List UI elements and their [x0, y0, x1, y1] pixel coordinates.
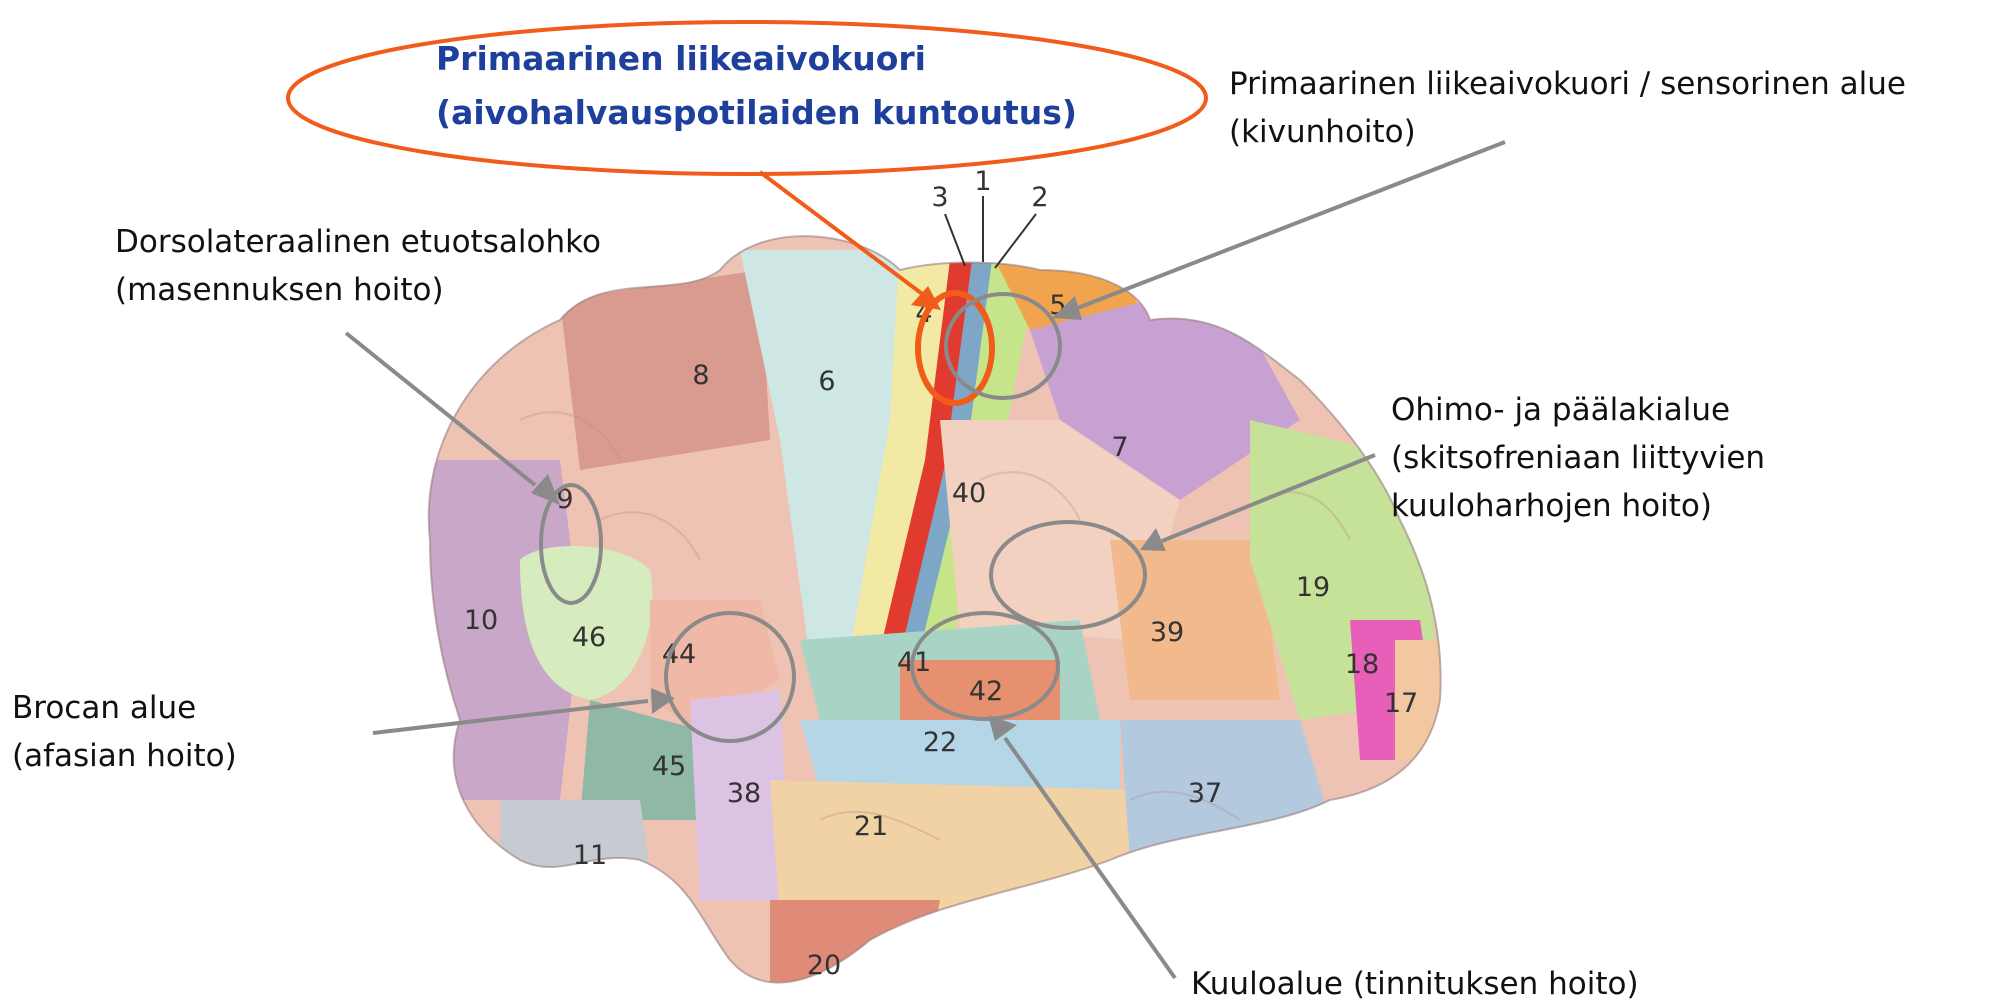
area-label-37: 37 — [1188, 778, 1222, 809]
area-label-40: 40 — [952, 478, 986, 509]
pointer-arrow-motor-sensory — [1075, 142, 1505, 309]
area-label-1: 1 — [974, 166, 991, 197]
area-label-39: 39 — [1150, 617, 1184, 648]
area-label-11: 11 — [573, 840, 607, 871]
label-motor-highlight-line1: Primaarinen liikeaivokuori — [436, 32, 1077, 86]
area-label-7: 7 — [1111, 432, 1128, 463]
label-dorsolateral-line1: Dorsolateraalinen etuotsalohko — [115, 218, 601, 266]
label-dorsolateral-depression: Dorsolateraalinen etuotsalohko (masennuk… — [115, 218, 601, 314]
area-label-38: 38 — [727, 778, 761, 809]
label-dorsolateral-line2: (masennuksen hoito) — [115, 266, 601, 314]
area-label-2: 2 — [1031, 182, 1048, 213]
area-label-21: 21 — [854, 811, 888, 842]
label-motor-sensory-pain: Primaarinen liikeaivokuori / sensorinen … — [1229, 60, 1906, 156]
label-temporoparietal-line3: kuuloharhojen hoito) — [1391, 482, 1765, 530]
label-motor-sensory-line2: (kivunhoito) — [1229, 108, 1906, 156]
label-auditory-tinnitus: Kuuloalue (tinnituksen hoito) — [1191, 960, 1639, 1008]
label-motor-highlight-line2: (aivohalvauspotilaiden kuntoutus) — [436, 86, 1077, 140]
area-label-46: 46 — [572, 622, 606, 653]
label-broca-aphasia: Brocan alue (afasian hoito) — [12, 684, 237, 780]
area-label-6: 6 — [818, 366, 835, 397]
area-label-22: 22 — [923, 727, 957, 758]
label-broca-line1: Brocan alue — [12, 684, 237, 732]
area-label-20: 20 — [807, 950, 841, 981]
area-label-3: 3 — [931, 182, 948, 213]
label-motor-sensory-line1: Primaarinen liikeaivokuori / sensorinen … — [1229, 60, 1906, 108]
label-temporoparietal-line1: Ohimo- ja päälakialue — [1391, 386, 1765, 434]
area-label-42: 42 — [969, 676, 1003, 707]
label-temporoparietal-line2: (skitsofreniaan liittyvien — [1391, 434, 1765, 482]
label-auditory-line1: Kuuloalue (tinnituksen hoito) — [1191, 960, 1639, 1008]
label-temporoparietal-hallucinations: Ohimo- ja päälakialue (skitsofreniaan li… — [1391, 386, 1765, 530]
area-label-17: 17 — [1384, 688, 1418, 719]
label-broca-line2: (afasian hoito) — [12, 732, 237, 780]
label-primary-motor-cortex-rehab: Primaarinen liikeaivokuori (aivohalvausp… — [436, 32, 1077, 140]
area-label-18: 18 — [1345, 649, 1379, 680]
area-label-19: 19 — [1296, 572, 1330, 603]
area-label-8: 8 — [692, 360, 709, 391]
area-label-10: 10 — [464, 605, 498, 636]
area-label-45: 45 — [652, 751, 686, 782]
